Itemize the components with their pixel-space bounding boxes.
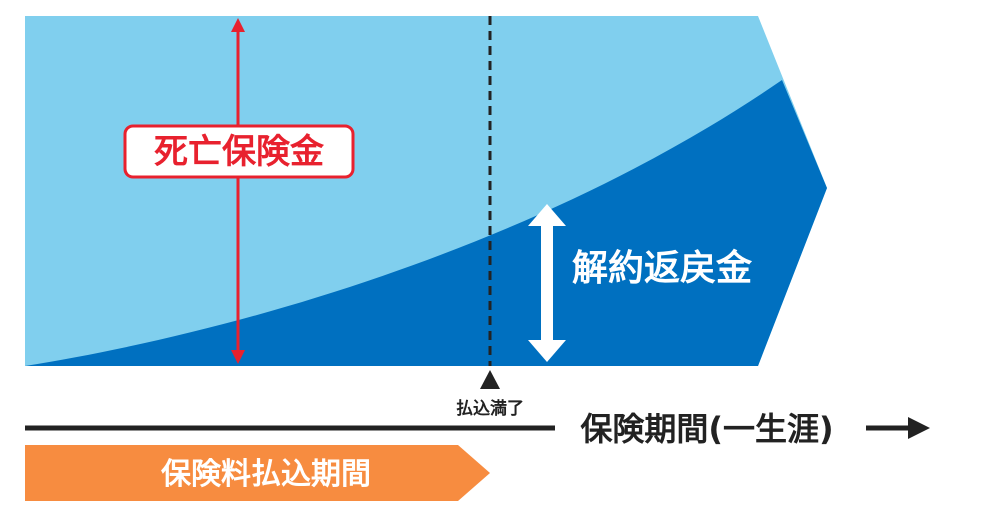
surrender-value-arrow <box>528 204 566 362</box>
surrender-value-label: 解約返戻金 <box>572 247 753 289</box>
death-benefit-label-box <box>123 124 355 179</box>
timeline-arrow-head <box>908 417 930 439</box>
payment-end-label: 払込満了 <box>456 398 524 419</box>
payment-end-marker <box>480 370 500 389</box>
premium-period-bar <box>25 445 490 501</box>
surrender-value-area <box>25 80 827 366</box>
death-benefit-label: 死亡保険金 <box>154 132 325 172</box>
coverage-period-label: 保険期間(一生涯) <box>580 410 833 448</box>
death-benefit-arrow <box>231 18 245 364</box>
premium-period-label: 保険料払込期間 <box>161 457 371 492</box>
